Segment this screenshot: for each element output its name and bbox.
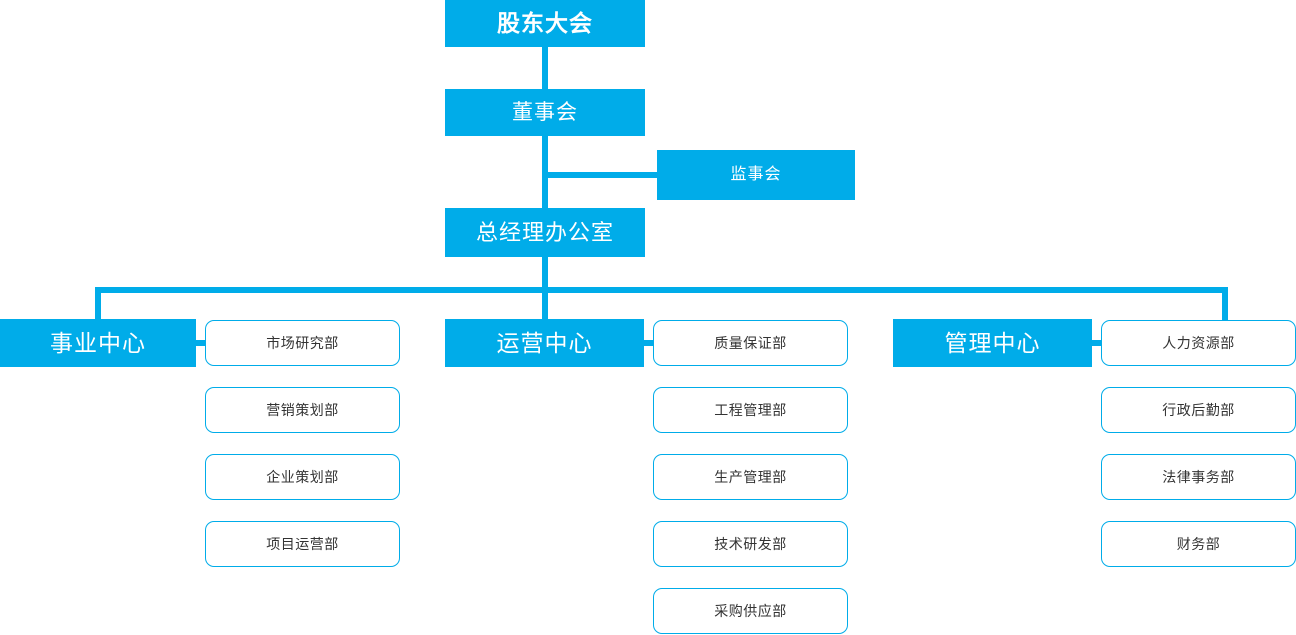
connector-board-to-supervisors	[542, 172, 660, 178]
dept-box[interactable]: 行政后勤部	[1101, 387, 1296, 433]
dept-label: 市场研究部	[266, 335, 339, 351]
dept-label: 行政后勤部	[1162, 402, 1235, 418]
node-board-of-directors[interactable]: 董事会	[445, 89, 645, 136]
dept-box[interactable]: 营销策划部	[205, 387, 400, 433]
connector-shareholders-to-board	[542, 47, 548, 89]
dept-box[interactable]: 采购供应部	[653, 588, 848, 634]
dept-box[interactable]: 企业策划部	[205, 454, 400, 500]
dept-label: 质量保证部	[714, 335, 787, 351]
node-shareholders-meeting-label: 股东大会	[497, 10, 593, 36]
dept-label: 企业策划部	[266, 469, 339, 485]
dept-label: 法律事务部	[1162, 469, 1235, 485]
node-center-business[interactable]: 事业中心	[0, 319, 196, 367]
connector-management-center-to-dept	[1092, 340, 1104, 346]
node-general-manager-office-label: 总经理办公室	[475, 219, 614, 245]
dept-box[interactable]: 人力资源部	[1101, 320, 1296, 366]
node-center-business-label: 事业中心	[50, 329, 146, 356]
node-center-operations-label: 运营中心	[496, 329, 593, 356]
node-shareholders-meeting[interactable]: 股东大会	[445, 0, 645, 47]
connector-bus-to-business-center	[95, 287, 101, 322]
connector-operations-center-to-dept	[644, 340, 656, 346]
node-general-manager-office[interactable]: 总经理办公室	[445, 208, 645, 257]
dept-box[interactable]: 工程管理部	[653, 387, 848, 433]
node-board-of-supervisors-label: 监事会	[730, 166, 782, 183]
dept-box[interactable]: 市场研究部	[205, 320, 400, 366]
node-board-of-supervisors[interactable]: 监事会	[657, 150, 855, 200]
dept-box[interactable]: 财务部	[1101, 521, 1296, 567]
dept-label: 财务部	[1176, 536, 1221, 552]
dept-box[interactable]: 技术研发部	[653, 521, 848, 567]
dept-label: 人力资源部	[1162, 335, 1235, 351]
connector-distribution-bus	[95, 287, 1228, 293]
dept-label: 营销策划部	[266, 402, 339, 418]
dept-box[interactable]: 质量保证部	[653, 320, 848, 366]
dept-box[interactable]: 生产管理部	[653, 454, 848, 500]
dept-box[interactable]: 法律事务部	[1101, 454, 1296, 500]
connector-gm-office-to-bus	[542, 257, 548, 290]
node-center-management-label: 管理中心	[944, 329, 1041, 356]
connector-bus-to-operations-center	[542, 287, 548, 322]
dept-label: 项目运营部	[266, 536, 339, 552]
dept-label: 采购供应部	[714, 603, 787, 619]
dept-label: 生产管理部	[714, 469, 787, 485]
connector-business-center-to-dept	[196, 340, 208, 346]
connector-bus-to-management-center	[1222, 287, 1228, 322]
node-center-management[interactable]: 管理中心	[893, 319, 1092, 367]
node-center-operations[interactable]: 运营中心	[445, 319, 644, 367]
dept-label: 技术研发部	[714, 536, 787, 552]
dept-label: 工程管理部	[714, 402, 787, 418]
dept-box[interactable]: 项目运营部	[205, 521, 400, 567]
node-board-of-directors-label: 董事会	[512, 101, 578, 124]
